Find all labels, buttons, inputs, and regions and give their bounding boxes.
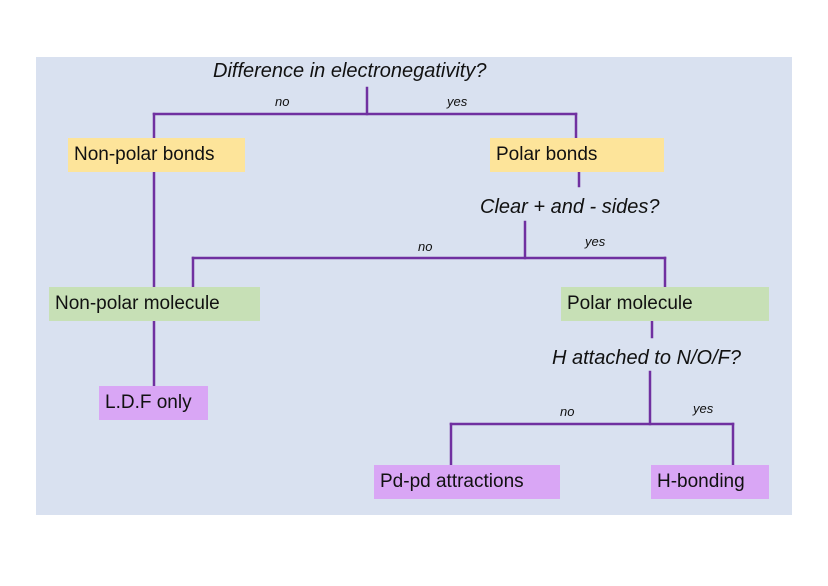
node-ldf-only: L.D.F only bbox=[99, 386, 208, 420]
branch-label-yes: yes bbox=[585, 234, 606, 249]
question-clear-sides: Clear + and - sides? bbox=[480, 196, 660, 218]
node-pd-pd-attractions: Pd-pd attractions bbox=[374, 465, 560, 499]
branch-label-no: no bbox=[418, 239, 433, 254]
node-nonpolar-bonds: Non-polar bonds bbox=[68, 138, 245, 172]
node-polar-bonds: Polar bonds bbox=[490, 138, 664, 172]
question-hydrogen-attached: H attached to N/O/F? bbox=[552, 347, 741, 369]
node-nonpolar-molecule: Non-polar molecule bbox=[49, 287, 260, 321]
branch-label-no: no bbox=[275, 94, 290, 109]
branch-label-no: no bbox=[560, 404, 575, 419]
node-polar-molecule: Polar molecule bbox=[561, 287, 769, 321]
question-electronegativity: Difference in electronegativity? bbox=[213, 60, 487, 82]
branch-label-yes: yes bbox=[693, 401, 714, 416]
node-h-bonding: H-bonding bbox=[651, 465, 769, 499]
branch-label-yes: yes bbox=[447, 94, 468, 109]
